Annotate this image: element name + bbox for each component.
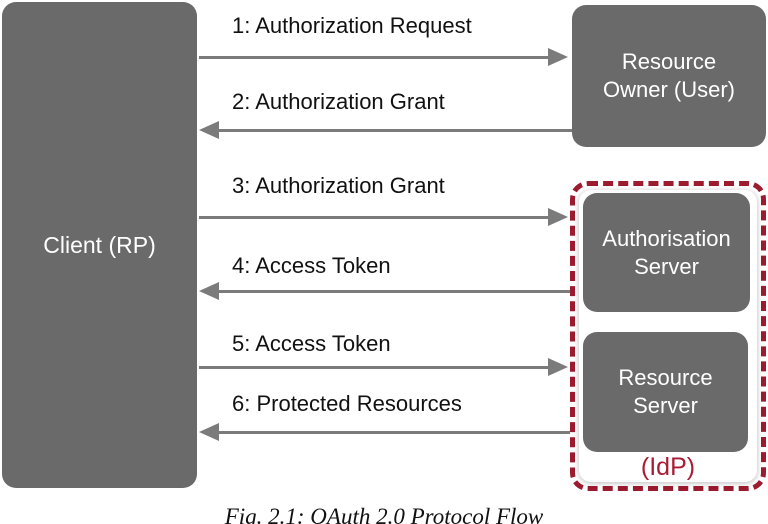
client-node: Client (RP)	[2, 2, 197, 488]
message-label-3: 3: Authorization Grant	[232, 173, 445, 198]
arrowhead-left-icon	[199, 423, 219, 441]
idp-group-label: (IdP)	[640, 453, 696, 481]
resource-server-node-label: Resource Server	[618, 364, 712, 420]
client-node-label: Client (RP)	[43, 232, 156, 258]
message-label-5: 5: Access Token	[232, 331, 391, 356]
resource-owner-label-line2: Owner (User)	[602, 77, 735, 102]
figure-caption: Fig. 2.1: OAuth 2.0 Protocol Flow	[224, 504, 544, 524]
resource-server-label-line2: Server	[633, 393, 698, 418]
message-label-1: 1: Authorization Request	[232, 13, 472, 38]
resource-owner-label-line1: Resource	[621, 49, 717, 74]
arrowhead-left-icon	[199, 121, 219, 139]
resource-server-label-line1: Resource	[618, 365, 713, 390]
authorisation-server-node-label: Authorisation Server	[602, 225, 730, 281]
authorisation-server-label-line1: Authorisation	[602, 225, 731, 251]
arrowhead-left-icon	[199, 282, 219, 300]
resource-owner-node-label: Resource Owner (User)	[603, 48, 735, 104]
arrowhead-right-icon	[548, 358, 568, 376]
resource-server-node: Resource Server	[583, 332, 748, 452]
arrowhead-right-icon	[548, 208, 568, 226]
message-label-4: 4: Access Token	[232, 253, 391, 278]
resource-owner-node: Resource Owner (User)	[572, 5, 766, 147]
authorisation-server-label-line2: Server	[634, 253, 699, 279]
arrowhead-right-icon	[548, 48, 568, 66]
message-label-2: 2: Authorization Grant	[232, 89, 445, 114]
message-label-6: 6: Protected Resources	[232, 391, 462, 416]
authorisation-server-node: Authorisation Server	[583, 193, 750, 312]
